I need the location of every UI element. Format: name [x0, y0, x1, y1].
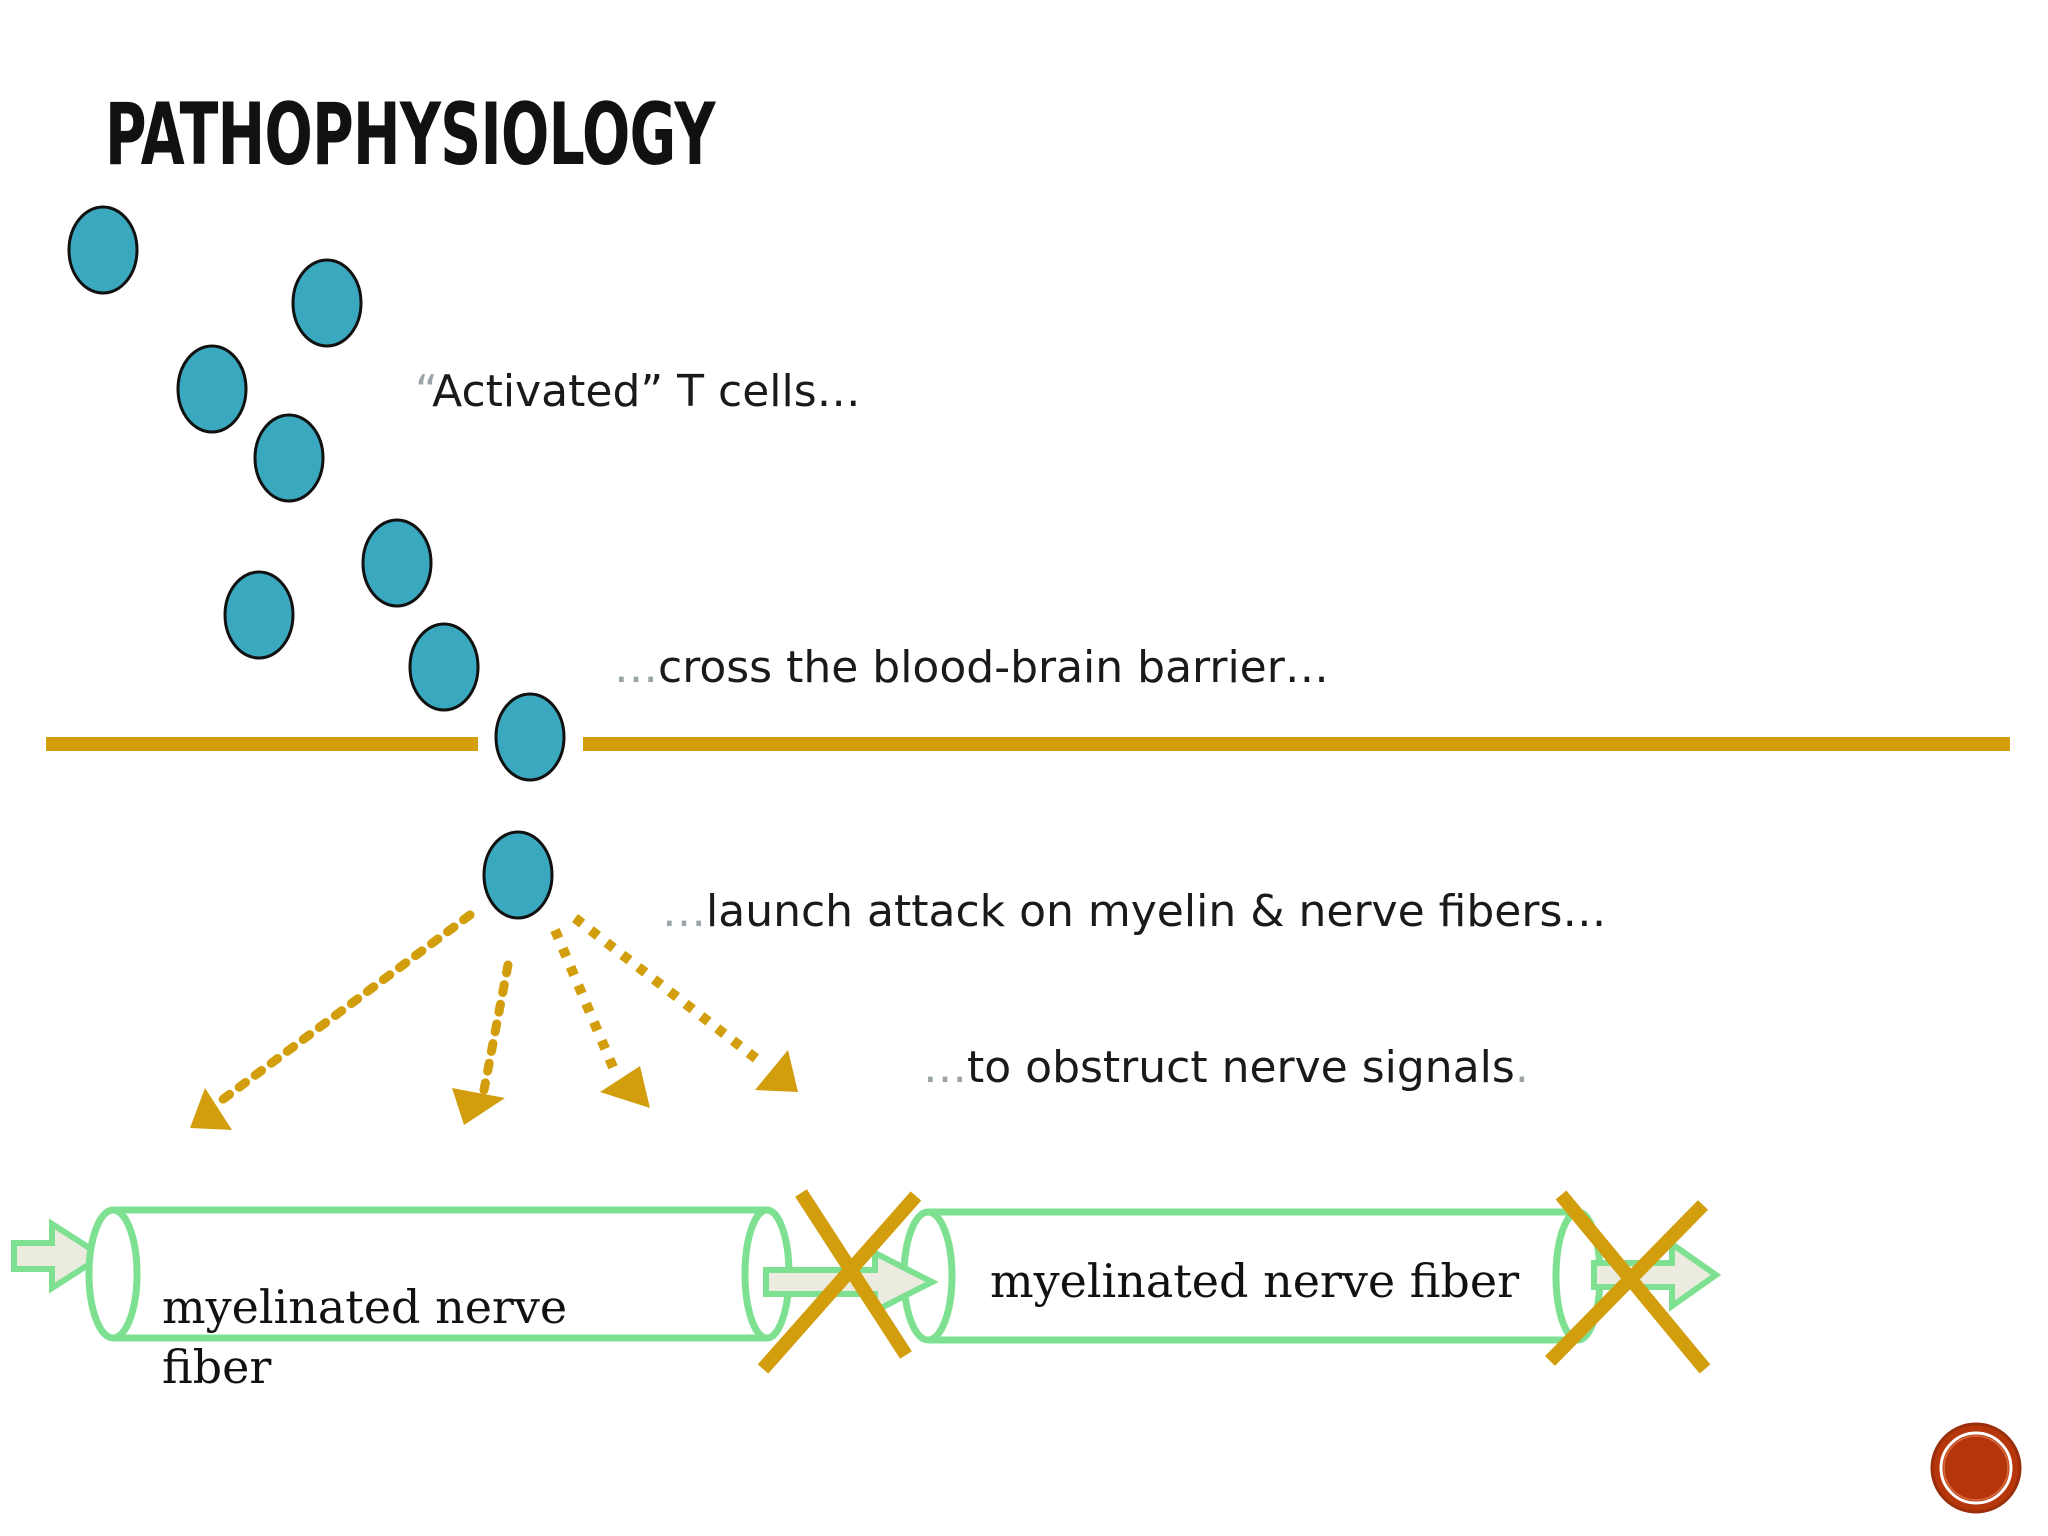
caption-t-cells: “Activated” T cells… [415, 370, 861, 414]
caption-text: Activated” T cells… [432, 366, 861, 417]
caption-text: launch attack on myelin & nerve fibers… [706, 886, 1607, 937]
t-cell [67, 205, 139, 295]
fiber-1-label-line1: myelinated nerve [162, 1280, 568, 1334]
t-cell [361, 518, 433, 608]
caption-cross-barrier: …cross the blood-brain barrier… [614, 646, 1329, 690]
t-cell [176, 344, 248, 434]
caption-tail: . [1514, 1042, 1529, 1093]
t-cell [408, 622, 480, 712]
caption-lead: … [662, 886, 706, 937]
attack-arrowhead [600, 1066, 650, 1108]
attack-arrowhead [755, 1050, 798, 1092]
t-cell [253, 413, 325, 503]
t-cell [291, 258, 363, 348]
caption-obstruct: …to obstruct nerve signals. [923, 1046, 1529, 1090]
x-mark-icon [1545, 1190, 1711, 1374]
caption-lead: … [923, 1042, 967, 1093]
fiber-2-label-line1: myelinated nerve fiber [990, 1254, 1520, 1308]
attack-arrow [550, 928, 620, 1074]
caption-text: to obstruct nerve signals [967, 1042, 1515, 1093]
attack-arrow [571, 914, 762, 1064]
x-mark-icon [757, 1189, 922, 1374]
signal-arrow [1591, 1238, 1722, 1312]
attack-arrow [213, 910, 475, 1108]
signal-arrow [11, 1218, 108, 1294]
attack-arrowhead [452, 1088, 505, 1125]
slide-title: PATHOPHYSIOLOGY [105, 85, 715, 185]
attack-arrowhead [190, 1088, 232, 1130]
nerve-fiber-2 [900, 1208, 1604, 1344]
t-cell [494, 692, 566, 782]
t-cells [67, 205, 566, 920]
caption-attack: …launch attack on myelin & nerve fibers… [662, 890, 1606, 934]
attack-arrows [190, 910, 798, 1130]
t-cell [482, 830, 554, 920]
caption-lead: … [614, 642, 658, 693]
fiber-2-label: myelinated nerve fiber [990, 1252, 1519, 1312]
fiber-1-label: myelinated nerve fiber [162, 1278, 567, 1398]
next-slide-button-icon[interactable] [1928, 1420, 2024, 1516]
caption-text: cross the blood-brain barrier… [658, 642, 1329, 693]
attack-arrow [479, 960, 513, 1095]
fiber-1-label-line2: fiber [162, 1339, 272, 1394]
t-cell [223, 570, 295, 660]
caption-lead: “ [415, 366, 433, 417]
